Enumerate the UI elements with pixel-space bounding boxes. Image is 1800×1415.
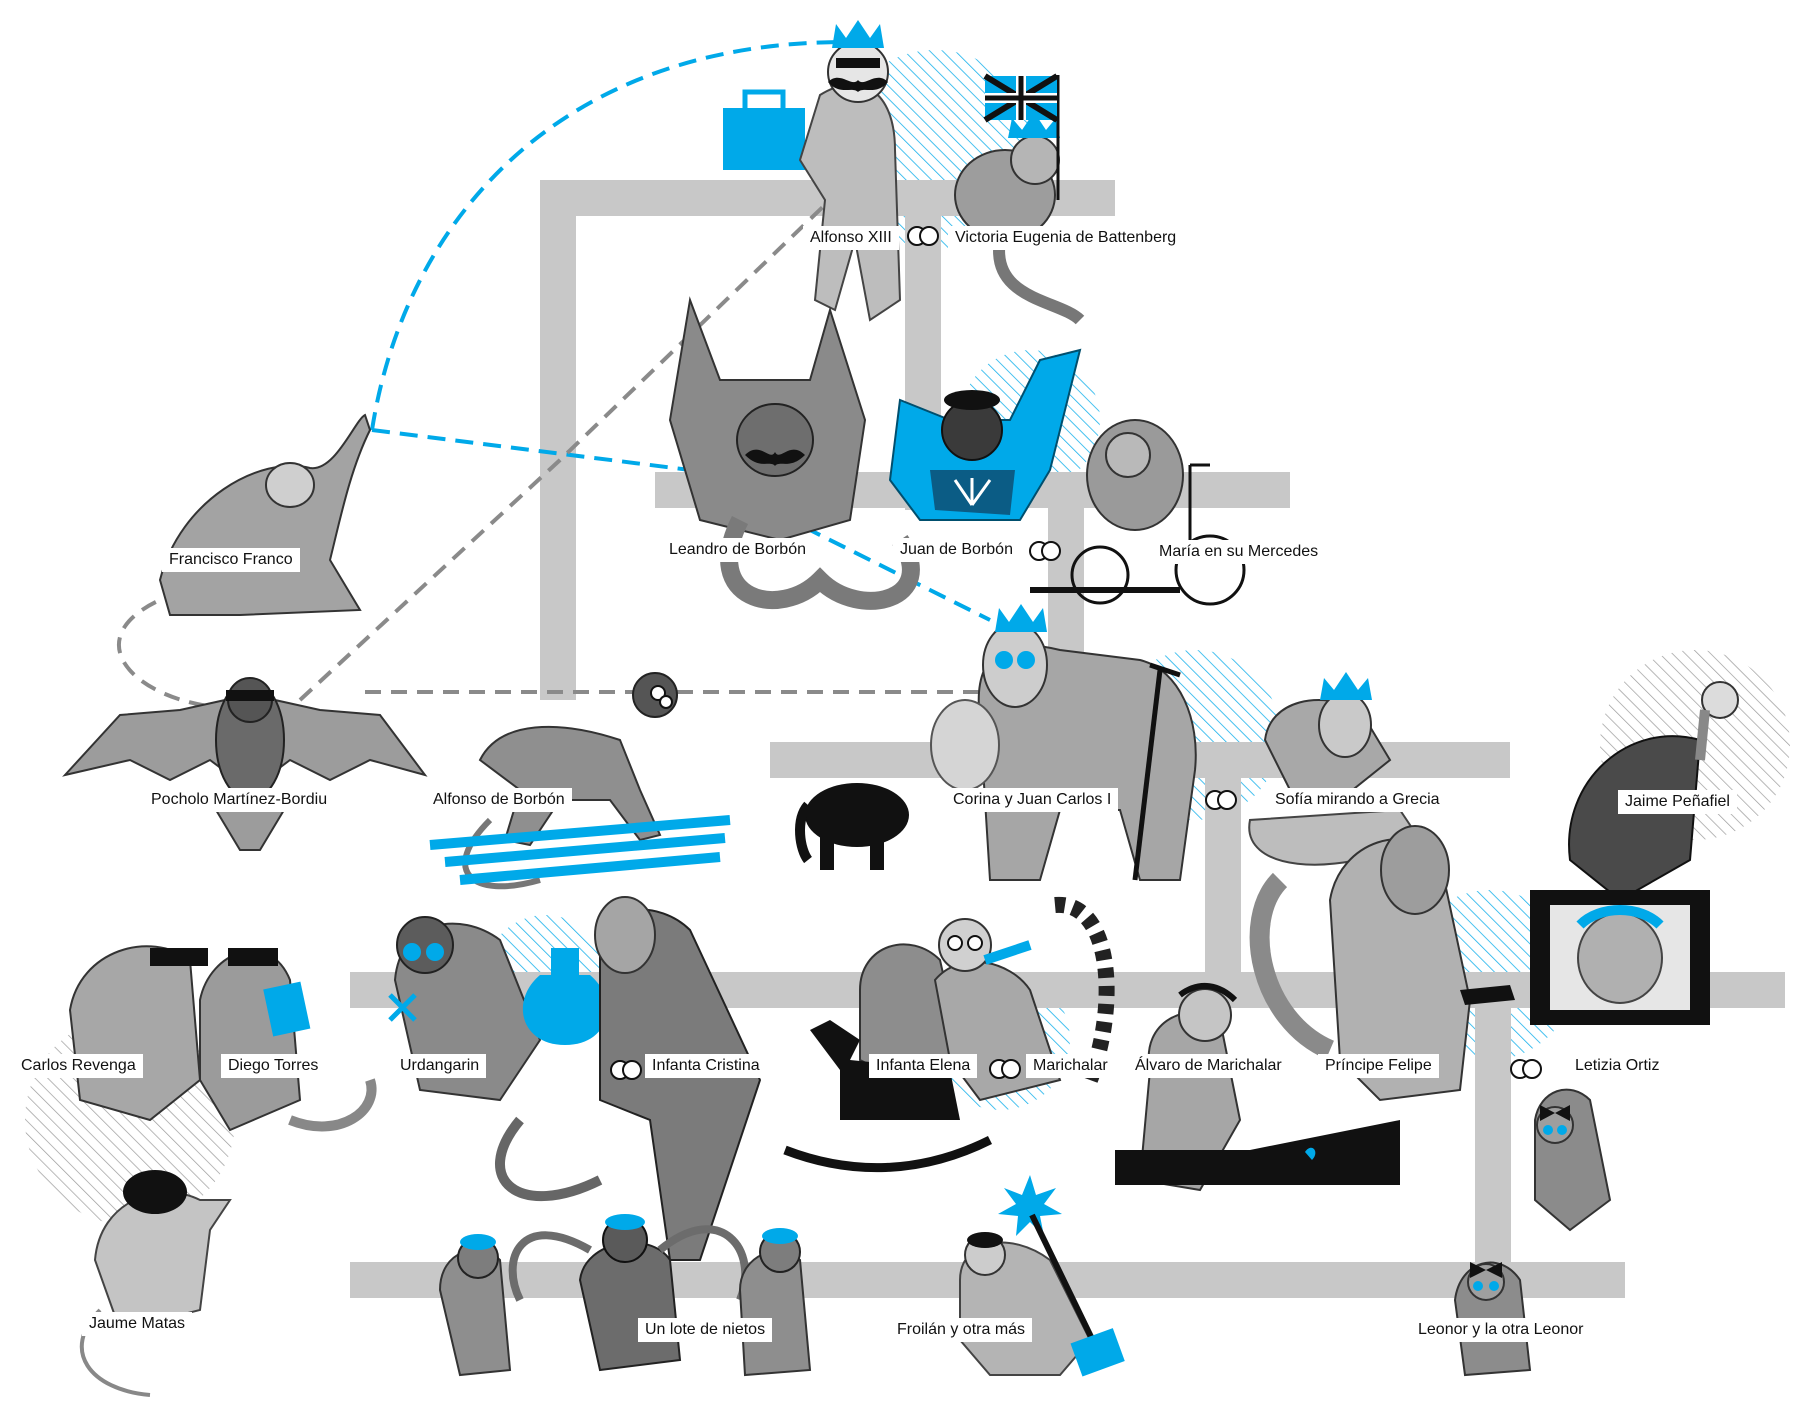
crown-icon [1008,112,1060,138]
gun-icon [1029,1213,1098,1347]
letizia-ortiz-figure [1534,1088,1612,1232]
explosion-icon [998,1175,1062,1236]
gun-icon [1460,985,1515,1005]
pocholo-figure [62,677,428,851]
principe-felipe-figure [1249,825,1515,1102]
briefcase-icon [723,108,805,170]
label-infanta-cristina: Infanta Cristina [645,1054,767,1078]
union-flag-icon [983,73,1060,200]
label-letizia-ortiz: Letizia Ortiz [1568,1054,1667,1078]
leonor-figure [1453,1261,1532,1377]
crown-icon [995,604,1047,632]
wedding-rings-icon [907,226,939,246]
bowler-hat-icon [123,1170,187,1214]
crutch-icon [1132,662,1181,881]
nietos-figure [438,1214,812,1377]
television-icon [1530,890,1710,1025]
label-alfonso-xiii: Alfonso XIII [803,226,899,250]
wedding-rings-icon [1205,790,1237,810]
figures [62,20,1739,1397]
wedding-rings-icon [610,1060,642,1080]
wedding-rings-icon [1510,1059,1542,1079]
jaume-matas-figure [79,1170,232,1397]
wedding-rings-icon [1029,541,1061,561]
glasses-icon [150,948,208,966]
leandro-de-borbon-figure [668,296,920,610]
money-bag-icon [522,948,608,1045]
skis-icon [429,815,731,885]
wedding-rings-icon [989,1059,1021,1079]
hair-bow-icon [1470,1262,1502,1278]
label-infanta-elena: Infanta Elena [869,1054,978,1078]
crown-icon [1320,672,1372,700]
branch-left-vertical [540,180,576,700]
label-corina-juan-carlos: Corina y Juan Carlos I [946,788,1119,812]
mustache-icon [828,77,888,92]
label-jaime-penafiel: Jaime Peñafiel [1618,790,1737,814]
label-juan-de-borbon: Juan de Borbón [893,538,1020,562]
label-francisco-franco: Francisco Franco [162,548,300,572]
branch-children-drop [1205,742,1241,982]
crown-icon [832,20,884,48]
wheelchair-icon [1030,463,1246,606]
alfonso-xiii-figure [723,20,902,322]
label-leonor: Leonor y la otra Leonor [1411,1318,1591,1342]
blue-dashed-link-franco-alfonso [370,39,851,431]
label-urdangarin: Urdangarin [393,1054,487,1078]
boat-icon [1115,1120,1400,1185]
label-alvaro-marichalar: Álvaro de Marichalar [1128,1054,1289,1078]
victoria-eugenia-figure [954,73,1085,325]
beret-icon [944,390,1000,410]
juan-de-borbon-figure [888,348,1082,521]
alfonso-de-borbon-figure [429,672,731,890]
label-carlos-revenga: Carlos Revenga [14,1054,143,1078]
glasses-icon [228,948,278,966]
label-pocholo: Pocholo Martínez-Bordiu [144,788,335,812]
urdangarin-cristina-figure [388,896,762,1261]
francisco-franco-figure [158,413,372,616]
jaime-penafiel-figure [1530,681,1739,1025]
cross-icon [388,993,417,1022]
sofia-figure [1248,672,1422,866]
wedding-rings [610,226,1542,1080]
branch-leonor-vertical [1475,972,1511,1272]
maria-mercedes-figure [1030,419,1246,606]
hair-bow-icon [1540,1105,1570,1121]
revenga-torres-figure [68,945,377,1132]
label-froilan: Froilán y otra más [890,1318,1033,1342]
label-leandro-de-borbon: Leandro de Borbón [662,538,813,562]
corina-juan-carlos-figure [795,604,1197,881]
label-maria-mercedes: María en su Mercedes [1152,540,1326,564]
gray-dashed-link-alfonso-pocholo [298,198,832,702]
label-principe-felipe: Príncipe Felipe [1318,1054,1439,1078]
sunglasses-icon [226,690,274,701]
label-jaume-matas: Jaume Matas [82,1312,193,1336]
mustache-icon [745,449,805,466]
sunglasses-icon [836,58,880,68]
boot-icon [1070,1328,1125,1377]
label-sofia: Sofía mirando a Grecia [1268,788,1447,812]
label-marichalar: Marichalar [1026,1054,1115,1078]
envelope-icon [263,981,311,1037]
label-nietos: Un lote de nietos [638,1318,773,1342]
label-victoria-eugenia: Victoria Eugenia de Battenberg [948,226,1184,250]
label-diego-torres: Diego Torres [221,1054,326,1078]
label-alfonso-de-borbon: Alfonso de Borbón [426,788,572,812]
elephant-icon [795,783,909,870]
